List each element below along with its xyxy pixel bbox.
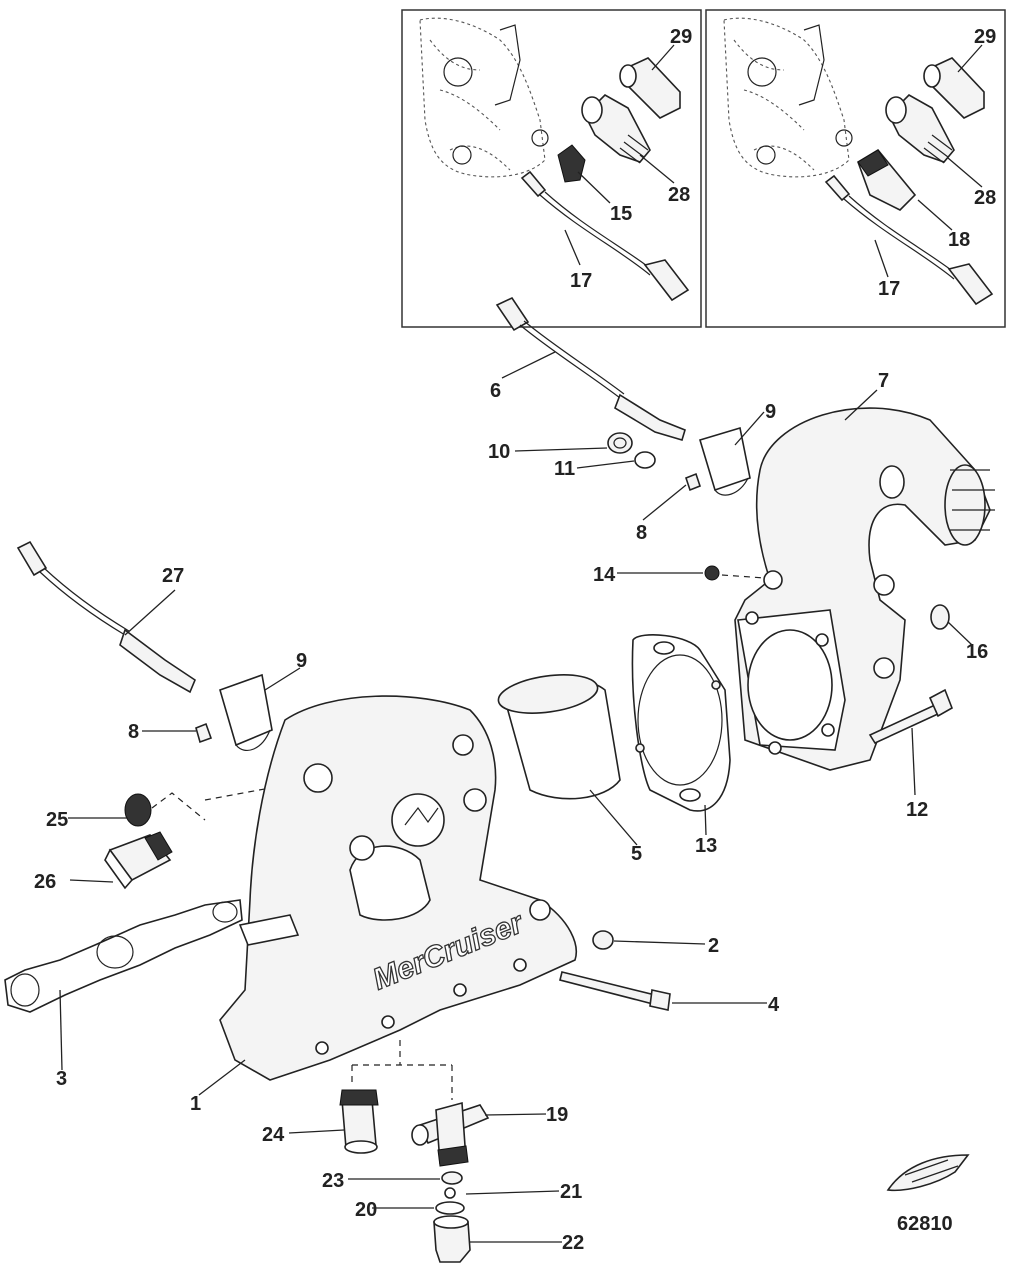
callout-28-right: 28 bbox=[974, 187, 996, 209]
callout-6: 6 bbox=[490, 380, 501, 402]
callout-8-lower: 8 bbox=[128, 721, 139, 743]
exhaust-gasket-3 bbox=[4, 899, 243, 1013]
exhaust-manifold-1: MerCruiser bbox=[219, 695, 577, 1081]
callout-18: 18 bbox=[948, 229, 970, 251]
callout-labels: 29 28 15 17 29 28 18 17 6 7 9 10 11 8 14… bbox=[34, 26, 996, 1254]
callout-27: 27 bbox=[162, 565, 184, 587]
plug-14 bbox=[704, 565, 720, 581]
shield-9-upper bbox=[699, 426, 751, 496]
callout-25: 25 bbox=[46, 809, 68, 831]
callout-24: 24 bbox=[262, 1124, 285, 1146]
exhaust-elbow-7 bbox=[734, 407, 995, 771]
fitting-18 bbox=[857, 148, 917, 211]
sleeve-5 bbox=[497, 674, 621, 800]
plug-25 bbox=[124, 793, 152, 827]
oxygen-sensor-6 bbox=[495, 296, 686, 441]
callout-5: 5 bbox=[631, 843, 642, 865]
sensor-wire-17 bbox=[520, 170, 690, 302]
callout-26: 26 bbox=[34, 871, 56, 893]
nut-8-lower bbox=[195, 722, 213, 744]
callout-13: 13 bbox=[695, 835, 717, 857]
plug-2 bbox=[592, 930, 614, 950]
callout-12: 12 bbox=[906, 799, 928, 821]
leader-lines bbox=[59, 44, 983, 1243]
callout-21: 21 bbox=[560, 1181, 582, 1203]
fitting-26 bbox=[104, 831, 173, 890]
callout-28: 28 bbox=[668, 184, 690, 206]
callout-9-lower: 9 bbox=[296, 650, 307, 672]
fitting-28-right bbox=[885, 94, 955, 164]
callout-10: 10 bbox=[488, 441, 510, 463]
washer-23 bbox=[441, 1171, 463, 1185]
callout-23: 23 bbox=[322, 1170, 344, 1192]
sensor-cap-29-right bbox=[923, 57, 985, 119]
bolt-12 bbox=[868, 688, 953, 745]
callout-22: 22 bbox=[562, 1232, 584, 1254]
callout-14: 14 bbox=[593, 564, 616, 586]
boat-icon bbox=[886, 1154, 970, 1192]
callout-29-right: 29 bbox=[974, 26, 996, 48]
fitting-24 bbox=[339, 1089, 379, 1154]
callout-11: 11 bbox=[554, 458, 575, 480]
callout-1: 1 bbox=[190, 1093, 201, 1115]
o-ring-11 bbox=[634, 451, 656, 469]
nut-8-upper bbox=[685, 472, 701, 492]
shield-9-lower bbox=[219, 673, 273, 751]
callout-4: 4 bbox=[768, 994, 780, 1016]
cap-22 bbox=[433, 1215, 471, 1263]
ball-21 bbox=[444, 1187, 456, 1199]
plug-16 bbox=[930, 604, 950, 630]
fitting-28 bbox=[581, 94, 651, 164]
callout-19: 19 bbox=[546, 1104, 568, 1126]
inset-panel-left bbox=[401, 9, 702, 328]
callout-29: 29 bbox=[670, 26, 692, 48]
plug-10 bbox=[607, 432, 633, 454]
tee-fitting-19 bbox=[411, 1101, 490, 1167]
callout-2: 2 bbox=[708, 935, 719, 957]
callout-17-right: 17 bbox=[878, 278, 900, 300]
bolt-4 bbox=[559, 971, 671, 1011]
callout-16: 16 bbox=[966, 641, 988, 663]
gasket-13 bbox=[631, 634, 731, 812]
callout-3: 3 bbox=[56, 1068, 67, 1090]
sensor-cap-29 bbox=[619, 57, 681, 119]
callout-20: 20 bbox=[355, 1199, 377, 1221]
callout-9-upper: 9 bbox=[765, 401, 776, 423]
sensor-wire-17-right bbox=[824, 174, 994, 306]
o-ring-20 bbox=[435, 1201, 465, 1215]
callout-7: 7 bbox=[878, 370, 889, 392]
callout-8-upper: 8 bbox=[636, 522, 647, 544]
inset-panel-right bbox=[705, 9, 1006, 328]
oxygen-sensor-27 bbox=[16, 540, 196, 694]
callout-15: 15 bbox=[610, 203, 632, 225]
callout-17: 17 bbox=[570, 270, 592, 292]
figure-number: 62810 bbox=[897, 1213, 953, 1235]
